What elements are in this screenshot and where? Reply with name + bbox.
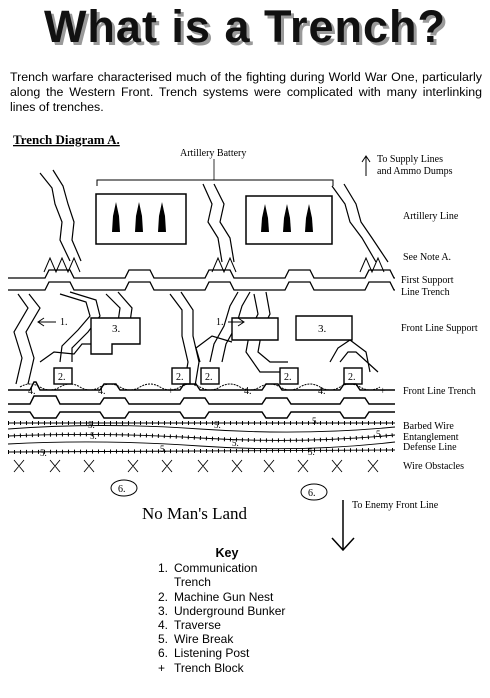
marker-bunker-left: 3. <box>112 323 121 335</box>
label-barbed-wire-2: Entanglement <box>403 432 459 443</box>
battery-bracket <box>96 179 334 186</box>
diagram-heading: Trench Diagram A. <box>13 132 120 147</box>
label-see-note: See Note A. <box>403 252 451 263</box>
listening-post-left <box>110 479 138 497</box>
front-line-trench <box>8 381 395 419</box>
marker-block-2: + <box>380 386 386 397</box>
key-item: +Trench Block <box>158 660 244 675</box>
page-title: What is a Trench? <box>43 1 447 52</box>
marker-mg-4: 2. <box>284 372 292 383</box>
comm-arrow-left <box>37 317 56 327</box>
bunker-mid <box>231 317 279 341</box>
label-front-line-support: Front Line Support <box>401 323 478 334</box>
marker-wire-break-6: 5. <box>376 429 383 439</box>
label-defense-line: Defense Line <box>403 442 457 453</box>
bunker-left <box>90 317 141 355</box>
enemy-front-line-arrow <box>331 500 355 552</box>
key-item: 5.Wire Break <box>158 632 234 647</box>
parapet-wave <box>19 383 381 391</box>
label-first-support-1: First Support <box>401 275 454 286</box>
label-wire-obstacles: Wire Obstacles <box>403 461 464 472</box>
label-first-support-2: Line Trench <box>401 287 450 298</box>
label-artillery-line: Artillery Line <box>403 211 459 222</box>
key-item: 3.Underground Bunker <box>158 603 286 618</box>
label-barbed-wire-1: Barbed Wire <box>403 421 454 432</box>
marker-wire-break-8: 5. <box>160 444 167 454</box>
barbed-wire-lines <box>7 421 396 454</box>
label-artillery-battery: Artillery Battery <box>180 148 246 159</box>
supply-arrow <box>361 155 371 176</box>
intro-paragraph: Trench warfare characterised much of the… <box>10 70 482 114</box>
marker-listening-right: 6. <box>308 488 316 499</box>
marker-wire-break-5: 5. <box>232 438 239 448</box>
machine-gun-nests <box>53 367 363 385</box>
marker-mg-1: 2. <box>58 372 66 383</box>
label-supply-line-2: and Ammo Dumps <box>377 166 453 177</box>
marker-comm-right: 1. <box>216 317 224 328</box>
marker-listening-left: 6. <box>118 484 126 495</box>
marker-wire-break-3: 5. <box>312 416 319 426</box>
marker-mg-2: 2. <box>176 372 184 383</box>
marker-wire-break-4: 5. <box>90 431 97 441</box>
marker-wire-break-7: 5. <box>40 448 47 458</box>
marker-block-1: + <box>168 386 174 397</box>
marker-wire-break-9: 5. <box>308 447 315 457</box>
note-a-crossings <box>43 256 385 274</box>
marker-wire-break-1: 5. <box>88 420 95 430</box>
comm-arrow-right <box>228 317 245 327</box>
label-supply-line-1: To Supply Lines <box>377 154 443 165</box>
rear-communication-trenches <box>39 169 389 263</box>
key-item: 2.Machine Gun Nest <box>158 589 274 604</box>
marker-wire-break-2: 5. <box>214 420 221 430</box>
label-front-line-trench: Front Line Trench <box>403 386 476 397</box>
marker-traverse-3: 4. <box>244 386 252 397</box>
artillery-battery-left <box>95 193 187 245</box>
bunker-right <box>295 315 353 341</box>
key-title: Key <box>215 546 239 560</box>
trench-diagram: Trench Diagram A. Artillery Battery To S… <box>7 132 478 552</box>
key-item: 4.Traverse <box>158 618 221 633</box>
marker-mg-5: 2. <box>348 372 356 383</box>
listening-post-right <box>300 483 328 501</box>
label-no-mans-land: No Man's Land <box>142 504 248 523</box>
marker-comm-left: 1. <box>60 317 68 328</box>
marker-bunker-right: 3. <box>318 323 327 335</box>
key-item: 6.Listening Post <box>158 646 250 661</box>
marker-mg-3: 2. <box>205 372 213 383</box>
first-support-trench <box>8 269 395 291</box>
marker-traverse-1: 4. <box>28 386 36 397</box>
marker-traverse-4: 4. <box>318 386 326 397</box>
front-line-support-trenches <box>13 291 379 387</box>
marker-traverse-2: 4. <box>98 386 106 397</box>
wire-obstacles <box>13 459 379 473</box>
artillery-battery-right <box>245 195 333 245</box>
label-enemy-front-line: To Enemy Front Line <box>352 500 439 511</box>
